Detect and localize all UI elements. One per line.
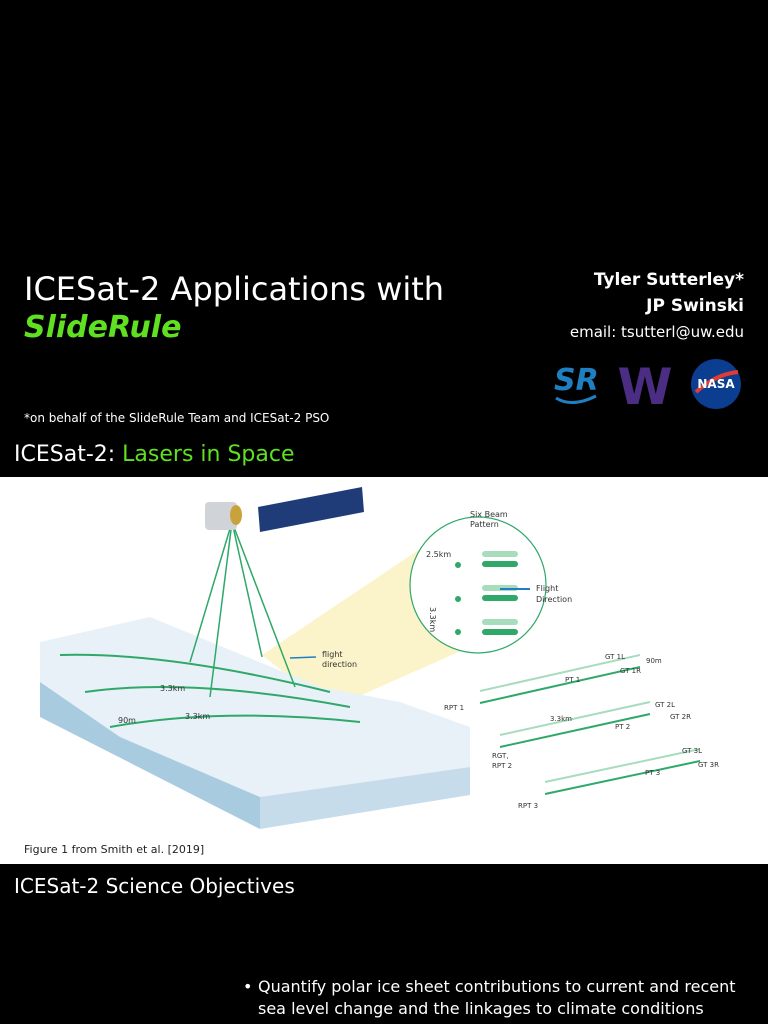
- slide-title: ICESat-2: Lasers in Space: [14, 442, 295, 467]
- bullet-text: Quantify polar ice sheet contributions t…: [258, 977, 736, 1018]
- svg-text:3.3km: 3.3km: [185, 712, 210, 721]
- svg-text:3.3km: 3.3km: [428, 607, 437, 632]
- slide-title-accent: SlideRule: [24, 310, 182, 345]
- svg-text:RPT 2: RPT 2: [492, 762, 512, 770]
- ground-track-diagram: GT 1L GT 1R PT 1 RPT 1 90m GT 2L GT 2R P…: [444, 653, 719, 810]
- svg-text:direction: direction: [322, 660, 357, 669]
- svg-text:90m: 90m: [646, 657, 662, 665]
- author-name: JP Swinski: [646, 296, 744, 316]
- svg-text:2.5km: 2.5km: [426, 550, 451, 559]
- svg-text:3.3km: 3.3km: [160, 684, 185, 693]
- solar-panel-icon: [258, 487, 364, 532]
- svg-text:RGT,: RGT,: [492, 752, 509, 760]
- svg-text:3.3km: 3.3km: [550, 715, 572, 723]
- svg-text:Six Beam: Six Beam: [470, 510, 508, 519]
- slide-title-accent: Lasers in Space: [122, 442, 295, 467]
- svg-text:GT 1L: GT 1L: [605, 653, 625, 661]
- svg-text:GT 2L: GT 2L: [655, 701, 675, 709]
- author-name: Tyler Sutterley*: [593, 270, 744, 290]
- svg-text:GT 1R: GT 1R: [620, 667, 641, 675]
- svg-text:90m: 90m: [118, 716, 136, 725]
- beam-diagram: flight direction 3.3km 3.3km 90m Six Bea…: [40, 487, 719, 829]
- slide-title: ICESat-2 Science Objectives: [14, 874, 295, 898]
- svg-text:RPT 3: RPT 3: [518, 802, 538, 810]
- slide-title: ICESat-2 Applications with: [24, 270, 445, 308]
- svg-text:Flight: Flight: [536, 584, 558, 593]
- lasers-slide: ICESat-2: Lasers in Space flight dir: [0, 432, 768, 864]
- svg-text:flight: flight: [322, 650, 343, 659]
- figure-caption: Figure 1 from Smith et al. [2019]: [24, 843, 205, 856]
- svg-text:PT 3: PT 3: [645, 769, 660, 777]
- svg-text:RPT 1: RPT 1: [444, 704, 464, 712]
- svg-text:PT 1: PT 1: [565, 676, 580, 684]
- sliderule-logo-icon: SR: [554, 363, 599, 404]
- satellite-icon: [205, 502, 237, 530]
- svg-text:GT 2R: GT 2R: [670, 713, 691, 721]
- title-slide: ICESat-2 Applications with SlideRule Tyl…: [0, 0, 768, 432]
- bullet-marker: •: [243, 977, 253, 996]
- objectives-slide: ICESat-2 Science Objectives • Quantify p…: [0, 864, 768, 1024]
- svg-text:PT 2: PT 2: [615, 723, 630, 731]
- svg-text:SR: SR: [554, 363, 599, 398]
- svg-text:GT 3R: GT 3R: [698, 761, 719, 769]
- footnote: *on behalf of the SlideRule Team and ICE…: [24, 411, 330, 425]
- beam-pattern-figure: flight direction 3.3km 3.3km 90m Six Bea…: [0, 477, 768, 864]
- uw-logo-icon: W: [617, 358, 672, 410]
- svg-text:W: W: [617, 358, 672, 410]
- svg-text:GT 3L: GT 3L: [682, 747, 702, 755]
- svg-text:Direction: Direction: [536, 595, 572, 604]
- svg-text:NASA: NASA: [697, 377, 735, 391]
- bullet-item: • Quantify polar ice sheet contributions…: [243, 976, 748, 1020]
- svg-text:Pattern: Pattern: [470, 520, 499, 529]
- author-email: email: tsutterl@uw.edu: [569, 323, 744, 341]
- nasa-logo-icon: NASA: [691, 359, 741, 409]
